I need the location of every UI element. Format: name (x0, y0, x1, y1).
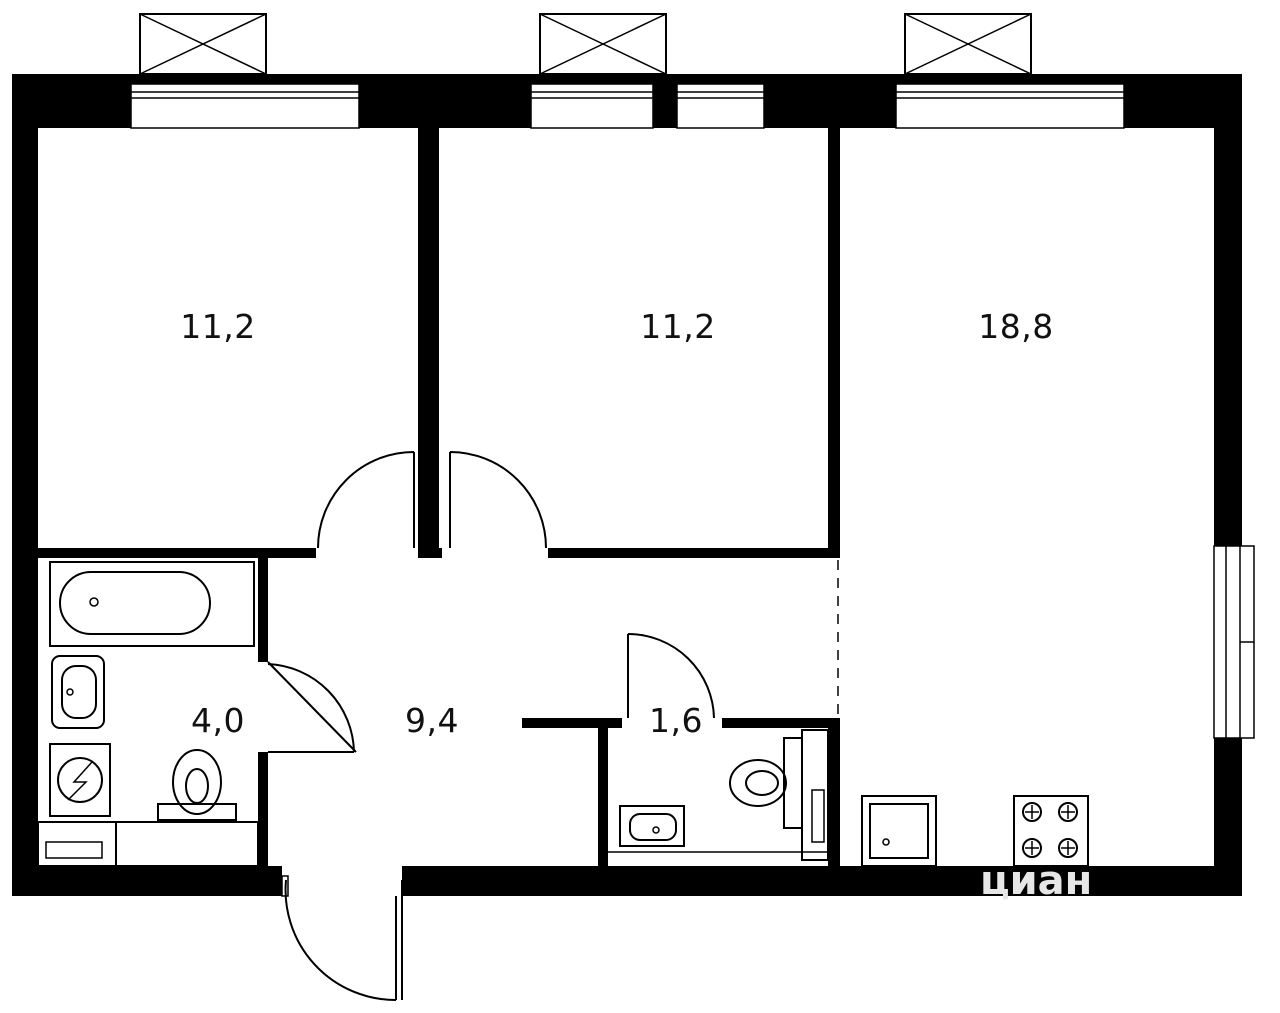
wall-right (1214, 74, 1242, 896)
interior-walls (38, 128, 840, 866)
wall-left (12, 74, 38, 896)
area-label-bedroom-left: 11,2 (180, 307, 255, 346)
area-label-bedroom-middle: 11,2 (640, 307, 715, 346)
air-conditioner-icon (904, 13, 1032, 75)
sink-icon (619, 805, 685, 847)
sink-icon (51, 655, 105, 729)
outer-walls (12, 74, 1242, 896)
toilet-icon (729, 737, 803, 829)
windows (130, 83, 1255, 739)
area-label-toilet: 1,6 (649, 701, 703, 740)
toilet-icon (157, 749, 237, 821)
wall-bottom-right (402, 866, 1242, 896)
wall-bottom-left (12, 866, 282, 896)
stove-icon (1013, 795, 1089, 867)
area-label-living-kitchen: 18,8 (978, 307, 1053, 346)
kitchen-sink-icon (861, 795, 937, 867)
bathtub-icon (49, 561, 255, 647)
bathroom-cabinet (37, 821, 259, 867)
window-left (131, 84, 359, 128)
watermark: циан (980, 858, 1092, 904)
area-label-bathroom: 4,0 (191, 701, 245, 740)
area-label-hallway: 9,4 (405, 701, 459, 740)
air-conditioner-icon (139, 13, 267, 75)
doors (267, 451, 715, 1002)
window-middle-small (677, 84, 764, 128)
air-conditioner-icon (539, 13, 667, 75)
window-right (896, 84, 1124, 128)
boiler-box (801, 729, 829, 861)
window-middle (531, 84, 653, 128)
washing-machine-icon (49, 743, 111, 817)
